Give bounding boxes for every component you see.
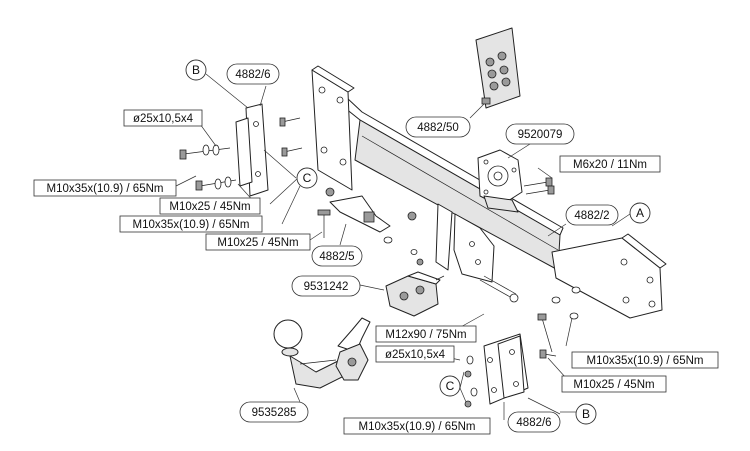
letter-b-bottom: B <box>582 407 590 421</box>
left-side-bracket <box>235 103 269 197</box>
socket-screws <box>523 177 555 195</box>
label-bracket-right: 4882/6 <box>507 411 561 433</box>
label-bolt-right-3: M10x35x(10.9) / 65Nm <box>343 417 491 435</box>
label-text-bolt-left-2: M10x25 / 45Nm <box>169 201 250 213</box>
label-text-washer-left: ø25x10,5x4 <box>133 113 194 125</box>
letter-c-top: C <box>303 171 312 185</box>
label-towball: 9535285 <box>239 401 309 423</box>
label-bolt-left-4: M10x25 / 45Nm <box>205 233 311 251</box>
label-bolt-right-2: M10x25 / 45Nm <box>561 375 667 393</box>
label-bolt-left-3: M10x35x(10.9) / 65Nm <box>119 215 263 233</box>
label-washer-right: ø25x10,5x4 <box>375 345 455 363</box>
label-text-washer-right: ø25x10,5x4 <box>385 349 446 361</box>
label-screw-socket: M6x20 / 11Nm <box>559 155 661 173</box>
label-bracket-small: 4882/5 <box>311 245 363 267</box>
right-side-bracket <box>483 333 529 405</box>
label-text-bracket-small: 4882/5 <box>319 251 354 263</box>
callout-a: A <box>629 202 651 224</box>
label-text-bolt-right-1: M10x35x(10.9) / 65Nm <box>587 355 704 367</box>
fixings-kit-card <box>475 27 521 109</box>
letter-a: A <box>636 206 644 220</box>
label-washer-left: ø25x10,5x4 <box>123 109 203 127</box>
towball-neck <box>273 317 371 389</box>
callout-b-bottom: B <box>575 403 597 425</box>
label-text-bolt-left-4: M10x25 / 45Nm <box>217 237 298 249</box>
callout-b-top: B <box>185 59 207 81</box>
callout-c-top: C <box>296 167 318 189</box>
label-text-bolt-right-3: M10x35x(10.9) / 65Nm <box>359 421 476 433</box>
letter-b-top: B <box>192 63 200 77</box>
right-bolts <box>464 286 581 408</box>
label-text-bolt-left-1: M10x35x(10.9) / 65Nm <box>47 183 164 195</box>
label-text-bolt-right-2: M10x25 / 45Nm <box>573 379 654 391</box>
label-clamp: 9531242 <box>291 275 361 297</box>
label-bolt-right-1: M10x35x(10.9) / 65Nm <box>571 351 719 369</box>
label-fixings-kit: 4882/50 <box>405 116 471 138</box>
center-drop-bracket-right <box>453 213 495 283</box>
center-bolt <box>479 275 519 303</box>
label-bolt-center: M12x90 / 75Nm <box>375 325 477 343</box>
small-bracket <box>317 187 424 266</box>
label-bolt-left-1: M10x35x(10.9) / 65Nm <box>33 179 177 197</box>
label-text-bracket-right: 4882/6 <box>516 417 551 429</box>
label-crossbar: 4882/2 <box>565 204 619 226</box>
label-text-socket-plate: 9520079 <box>518 129 563 141</box>
label-text-towball: 9535285 <box>252 407 297 419</box>
leader-lines <box>175 73 631 420</box>
label-text-bracket-left: 4882/6 <box>235 69 270 81</box>
label-text-screw-socket: M6x20 / 11Nm <box>573 159 647 171</box>
label-text-crossbar: 4882/2 <box>574 210 609 222</box>
letter-c-bottom: C <box>446 379 455 393</box>
label-socket-plate: 9520079 <box>505 123 575 145</box>
socket-plate <box>477 149 523 213</box>
center-drop-bracket-left <box>435 203 453 271</box>
clamp-block <box>385 271 445 317</box>
left-bolts <box>179 117 303 191</box>
label-bolt-left-2: M10x25 / 45Nm <box>159 197 261 215</box>
label-text-bolt-center: M12x90 / 75Nm <box>385 329 466 341</box>
label-text-bolt-left-3: M10x35x(10.9) / 65Nm <box>133 219 250 231</box>
label-text-clamp: 9531242 <box>304 281 349 293</box>
callout-c-bottom: C <box>439 375 461 397</box>
label-text-fixings-kit: 4882/50 <box>417 122 459 134</box>
crossbar-beam <box>311 65 667 319</box>
label-bracket-left: 4882/6 <box>226 63 280 85</box>
